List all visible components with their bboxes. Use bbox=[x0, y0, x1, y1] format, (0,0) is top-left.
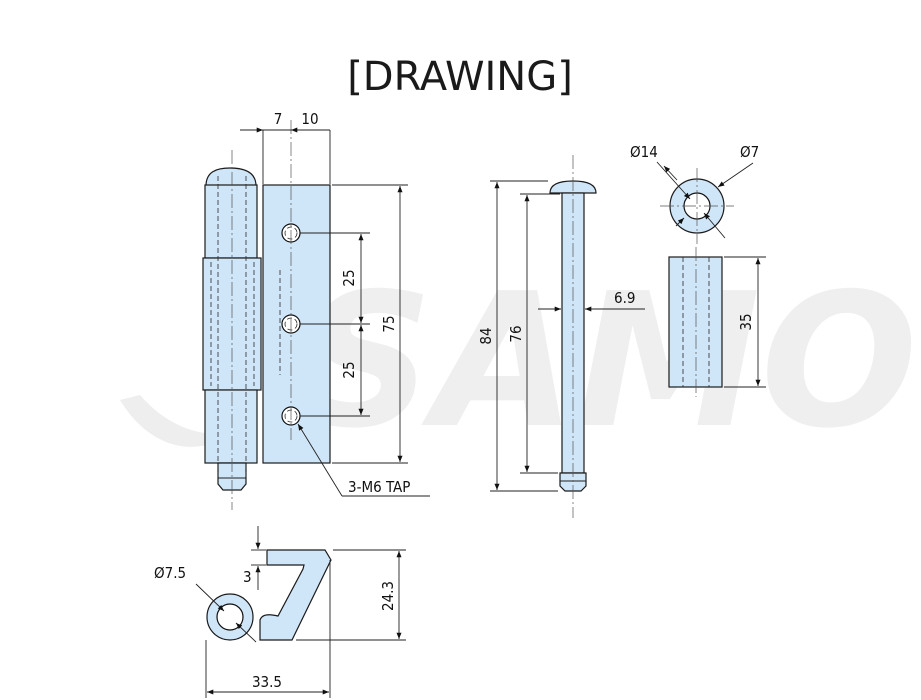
dim-hinge-10: 10 bbox=[301, 110, 318, 128]
watermark-text: SAMO bbox=[300, 253, 918, 469]
dim-hinge-pitch-upper: 25 bbox=[340, 269, 358, 286]
clip-body bbox=[259, 549, 332, 641]
pin-view: 84 76 6.9 bbox=[477, 155, 645, 518]
tap-note: 3-M6 TAP bbox=[348, 478, 410, 496]
dim-hinge-pitch-lower: 25 bbox=[340, 361, 358, 378]
dim-bushing-length: 35 bbox=[737, 313, 755, 330]
dim-bushing-inner: Ø7 bbox=[740, 143, 759, 161]
dim-hinge-height: 75 bbox=[380, 315, 398, 332]
dim-hinge-7: 7 bbox=[274, 110, 283, 128]
knuckle-cap bbox=[205, 167, 257, 187]
dim-pin-overall: 84 bbox=[477, 327, 495, 344]
dim-clip-height: 24.3 bbox=[379, 581, 397, 611]
knuckle-lower bbox=[204, 389, 258, 464]
dim-clip-thickness: 3 bbox=[243, 568, 252, 586]
clip-view: Ø7.5 3 24.3 33.5 bbox=[154, 526, 406, 698]
hinge-view: 7 10 25 25 75 3-M6 TAP bbox=[202, 110, 430, 510]
dim-pin-diameter: 6.9 bbox=[614, 289, 635, 307]
knuckle-upper bbox=[204, 184, 258, 259]
dim-bushing-outer: Ø14 bbox=[630, 143, 658, 161]
dim-clip-loop-diameter: Ø7.5 bbox=[154, 564, 186, 582]
knuckle-middle bbox=[202, 257, 262, 391]
bushing-side bbox=[668, 256, 723, 388]
watermark-logo: SAMO bbox=[120, 253, 918, 469]
dim-pin-shank: 76 bbox=[507, 325, 525, 342]
drawing-title: [DRAWING] bbox=[347, 54, 573, 100]
bushing-view: Ø14 Ø7 35 bbox=[630, 143, 766, 397]
dim-clip-width: 33.5 bbox=[252, 673, 282, 691]
